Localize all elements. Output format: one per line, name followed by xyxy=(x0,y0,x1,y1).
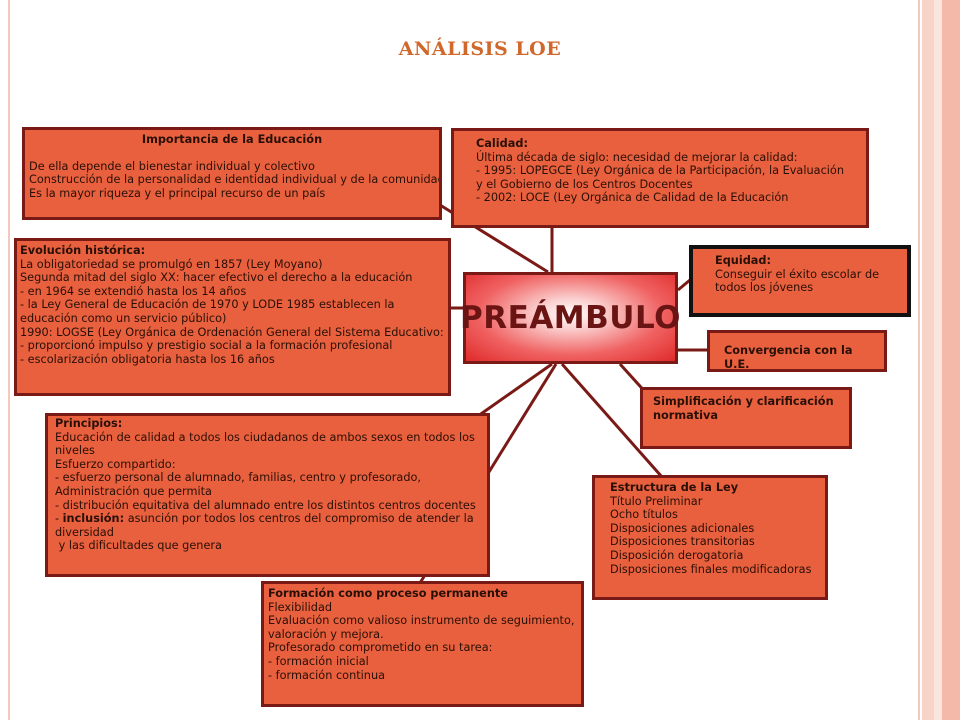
estructura-line: Ocho títulos xyxy=(610,508,678,522)
principios-line: Educación de calidad a todos los ciudada… xyxy=(55,430,475,444)
principios-inclusion-line: - inclusión: asunción por todos los cent… xyxy=(55,512,483,526)
formacion-line: Profesorado comprometido en su tarea: xyxy=(268,641,493,655)
estructura-heading: Estructura de la Ley xyxy=(610,481,739,494)
evolucion-line: La obligatoriedad se promulgó en 1857 (L… xyxy=(20,257,323,271)
estructura-line: Disposiciones transitorias xyxy=(610,535,755,549)
convergencia-heading: Convergencia con la U.E. xyxy=(724,344,853,371)
estructura-line: Título Preliminar xyxy=(610,494,703,508)
principios-line: Administración que permita xyxy=(55,484,212,498)
inclusion-rest: asunción por todos los centros del compr… xyxy=(124,512,474,526)
box-convergencia: Convergencia con la U.E. xyxy=(707,330,887,372)
principios-heading: Principios: xyxy=(55,417,123,430)
box-importancia: Importancia de la Educación De ella depe… xyxy=(22,127,442,220)
decorative-side-stripes xyxy=(922,0,960,720)
importancia-line: Es la mayor riqueza y el principal recur… xyxy=(29,186,326,200)
evolucion-line: Segunda mitad del siglo XX: hacer efecti… xyxy=(20,271,413,285)
calidad-heading: Calidad: xyxy=(476,137,528,150)
evolucion-heading: Evolución histórica: xyxy=(20,244,146,257)
box-simplificacion: Simplificación y clarificación normativa xyxy=(640,387,852,449)
principios-line: diversidad xyxy=(55,525,114,539)
formacion-line: Evaluación como valioso instrumento de s… xyxy=(268,614,575,628)
evolucion-line: - en 1964 se extendió hasta los 14 años xyxy=(20,284,247,298)
formacion-line: - formación inicial xyxy=(268,654,369,668)
box-equidad: Equidad: Conseguir el éxito escolar de t… xyxy=(689,245,911,317)
box-principios: Principios: Educación de calidad a todos… xyxy=(45,413,490,577)
central-node-label: PREÁMBULO xyxy=(460,300,681,336)
evolucion-line: - proporcionó impulso y prestigio social… xyxy=(20,339,393,353)
formacion-line: Flexibilidad xyxy=(268,600,333,614)
estructura-line: Disposiciones adicionales xyxy=(610,521,755,535)
box-evolucion: Evolución histórica: La obligatoriedad s… xyxy=(14,238,451,396)
formacion-heading: Formación como proceso permanente xyxy=(268,587,508,600)
estructura-line: Disposición derogatoria xyxy=(610,548,744,562)
slide-title: ANÁLISIS LOE xyxy=(398,38,562,60)
importancia-line: De ella depende el bienestar individual … xyxy=(29,159,315,173)
calidad-line: - 2002: LOCE (Ley Orgánica de Calidad de… xyxy=(476,191,789,205)
calidad-line: - 1995: LOPEGCE (Ley Orgánica de la Part… xyxy=(476,164,844,178)
equidad-line: Conseguir el éxito escolar de xyxy=(715,267,880,281)
principios-line: niveles xyxy=(55,444,95,458)
principios-line: - esfuerzo personal de alumnado, familia… xyxy=(55,471,422,485)
formacion-line: valoración y mejora. xyxy=(268,627,384,641)
estructura-line: Disposiciones finales modificadoras xyxy=(610,562,812,576)
calidad-line: y el Gobierno de los Centros Docentes xyxy=(476,177,693,191)
evolucion-line: 1990: LOGSE (Ley Orgánica de Ordenación … xyxy=(20,325,444,339)
equidad-line: todos los jóvenes xyxy=(715,281,814,295)
link-principios xyxy=(477,362,553,418)
evolucion-line: - escolarización obligatoria hasta los 1… xyxy=(20,352,275,366)
evolucion-line: educación como un servicio público) xyxy=(20,311,227,325)
box-calidad: Calidad: Última década de siglo: necesid… xyxy=(451,128,869,228)
formacion-line: - formación continua xyxy=(268,668,386,682)
link-estructura xyxy=(560,363,664,478)
simplificacion-line: normativa xyxy=(653,408,719,422)
importancia-line: Construcción de la personalidad e identi… xyxy=(29,173,442,187)
principios-line: Esfuerzo compartido: xyxy=(55,457,176,471)
evolucion-line: - la Ley General de Educación de 1970 y … xyxy=(20,298,395,312)
box-formacion: Formación como proceso permanente Flexib… xyxy=(261,581,584,707)
simplificacion-line: Simplificación y clarificación xyxy=(653,395,834,408)
central-node: PREÁMBULO xyxy=(460,272,681,364)
inclusion-keyword: inclusión: xyxy=(62,512,125,526)
box-estructura: Estructura de la Ley Título Preliminar O… xyxy=(592,475,828,600)
equidad-heading: Equidad: xyxy=(715,254,772,267)
principios-line: - distribución equitativa del alumnado e… xyxy=(55,498,476,512)
link-equidad xyxy=(677,278,691,292)
principios-line: y las dificultades que genera xyxy=(55,539,222,553)
slide-frame xyxy=(8,0,920,720)
inclusion-prefix: - xyxy=(55,512,63,526)
importancia-heading: Importancia de la Educación xyxy=(141,133,323,146)
calidad-line: Última década de siglo: necesidad de mej… xyxy=(476,150,798,164)
